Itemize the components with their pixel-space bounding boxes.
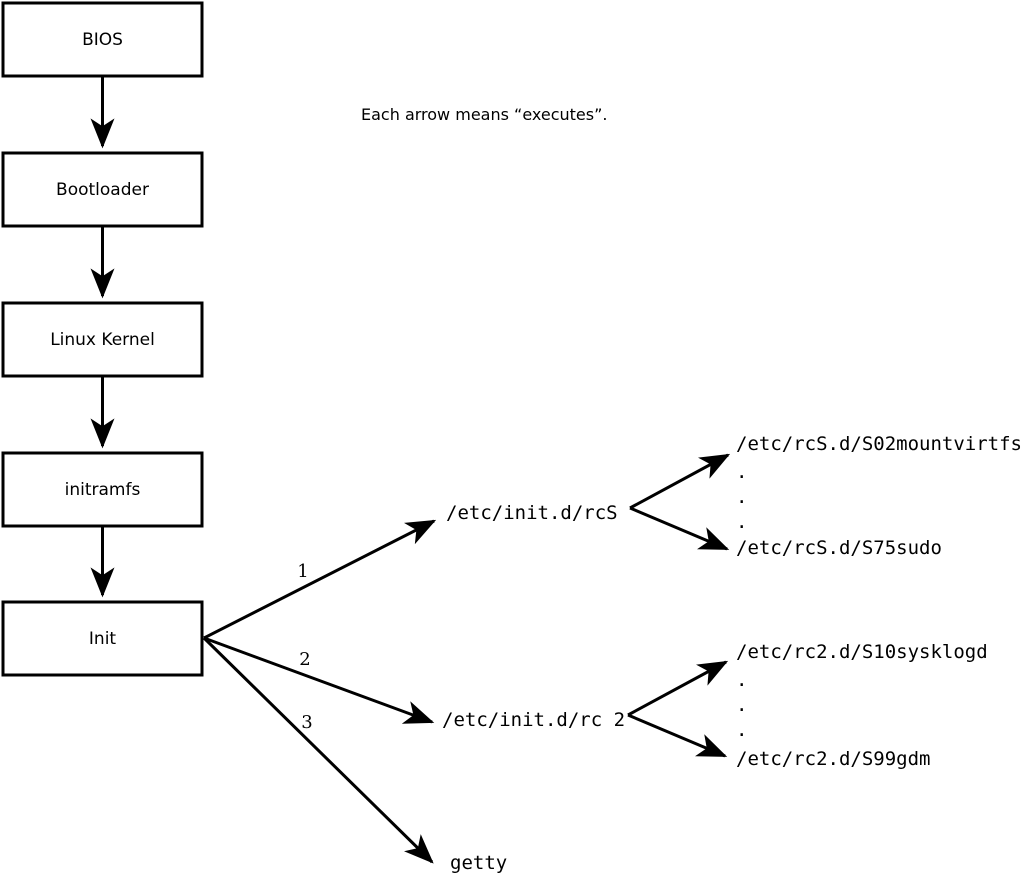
branch-number-3: 3: [301, 712, 312, 733]
node-init[interactable]: Init: [1, 600, 204, 677]
node-initramfs-label: initramfs: [65, 480, 141, 500]
rcs-ellipsis-dot-2: .: [736, 486, 747, 508]
node-bios[interactable]: BIOS: [1, 1, 204, 78]
node-bootloader-label: Bootloader: [56, 180, 149, 200]
node-init-rect: [1, 600, 204, 677]
node-bios-label: BIOS: [82, 30, 123, 50]
node-linux-kernel-label: Linux Kernel: [50, 330, 155, 350]
rc2-ellipsis-dot-1: .: [736, 669, 747, 691]
node-bios-rect: [1, 1, 204, 78]
arrow-init-to-rcs: [203, 519, 437, 640]
node-linux-kernel[interactable]: Linux Kernel: [1, 301, 204, 378]
node-bootloader-rect: [1, 151, 204, 228]
node-initramfs-rect: [1, 451, 204, 528]
label-getty[interactable]: getty: [450, 852, 507, 874]
label-rcs-d-s02mountvirtfs[interactable]: /etc/rcS.d/S02mountvirtfs: [736, 433, 1022, 455]
label-rc2-d-s10sysklogd[interactable]: /etc/rc2.d/S10sysklogd: [736, 641, 988, 663]
rc2-ellipsis-dot-3: .: [736, 719, 747, 741]
arrow-rc2-to-first-script: [627, 660, 729, 717]
node-bootloader[interactable]: Bootloader: [1, 151, 204, 228]
label-rc2-d-s99gdm[interactable]: /etc/rc2.d/S99gdm: [736, 748, 930, 770]
arrow-rcs-to-first-script: [629, 453, 731, 510]
rcs-ellipsis-dot-1: .: [736, 461, 747, 483]
branch-number-2: 2: [299, 649, 310, 670]
arrow-rc2-to-last-script: [627, 713, 728, 758]
node-initramfs[interactable]: initramfs: [1, 451, 204, 528]
rcs-ellipsis-dot-3: .: [736, 511, 747, 533]
node-init-label: Init: [89, 629, 117, 649]
arrow-init-to-getty: [202, 636, 434, 864]
label-etc-init-d-rcs[interactable]: /etc/init.d/rcS: [446, 502, 618, 524]
rc2-ellipsis-dot-2: .: [736, 694, 747, 716]
arrow-rcs-to-last-script: [629, 506, 730, 551]
arrow-init-to-rc2: [203, 636, 435, 724]
label-etc-init-d-rc-2[interactable]: /etc/init.d/rc 2: [442, 709, 625, 731]
label-rcs-d-s75sudo[interactable]: /etc/rcS.d/S75sudo: [736, 537, 942, 559]
executes-note: Each arrow means “executes”.: [361, 105, 607, 124]
branch-number-1: 1: [297, 561, 308, 582]
